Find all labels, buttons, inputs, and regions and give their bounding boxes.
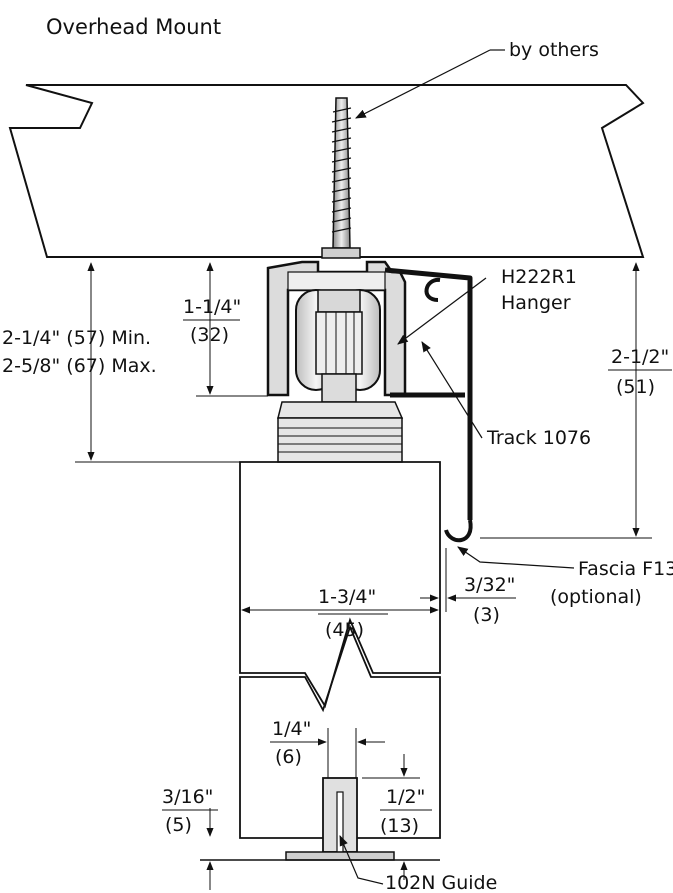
dim-1-2-mm: (13): [380, 815, 419, 837]
label-fascia-1: Fascia F134: [578, 558, 673, 580]
dim-2-1-2: [480, 262, 672, 539]
dim-1-1-4: [183, 262, 268, 397]
mounting-plate: [277, 401, 404, 463]
dim-min-max: [75, 262, 264, 463]
label-track: Track 1076: [486, 427, 591, 449]
dim-1-4: [270, 728, 385, 778]
dim-2-1-2-in: 2-1/2": [611, 346, 669, 368]
label-fascia-2: (optional): [550, 586, 642, 608]
dim-2-1-2-mm: (51): [616, 376, 655, 398]
ceiling-header: [8, 84, 645, 258]
dim-1-2-in: 1/2": [386, 786, 425, 808]
door-panel: [239, 461, 441, 839]
dim-min-max-text-1: 2-1/4" (57) Min.: [2, 327, 151, 349]
lag-screw: [321, 97, 361, 259]
label-by-others: by others: [509, 39, 599, 61]
leader-fascia: [457, 546, 575, 569]
dim-3-16-mm: (5): [165, 814, 192, 836]
label-hanger-2: Hanger: [501, 292, 571, 314]
dim-1-4-mm: (6): [275, 746, 302, 768]
dim-1-1-4-mm: (32): [190, 324, 229, 346]
label-hanger-1: H222R1: [501, 266, 577, 288]
dim-3-16-in: 3/16": [162, 786, 213, 808]
label-guide: 102N Guide: [385, 872, 497, 893]
dim-min-max-text-2: 2-5/8" (67) Max.: [2, 355, 157, 377]
dim-1-3-4-in: 1-3/4": [318, 586, 376, 608]
dim-3-16: [162, 808, 218, 890]
dim-1-3-4-mm: (45): [325, 619, 364, 641]
dim-1-2: [362, 754, 432, 880]
dim-3-32-in: 3/32": [464, 574, 515, 596]
page-title: Overhead Mount: [46, 15, 221, 39]
dim-1-3-4: [241, 606, 439, 615]
dim-3-32-mm: (3): [473, 604, 500, 626]
guide-102n: [285, 777, 395, 861]
dim-1-1-4-in: 1-1/4": [183, 296, 241, 318]
hanger-h222r1: [295, 289, 381, 403]
leader-guide: [339, 835, 384, 885]
leader-by-others: [355, 49, 491, 119]
leader-track: [421, 341, 483, 439]
dim-3-32: [420, 548, 516, 612]
leader-hanger: [397, 277, 487, 345]
dim-1-4-in: 1/4": [272, 718, 311, 740]
fascia-f134: [384, 267, 473, 543]
